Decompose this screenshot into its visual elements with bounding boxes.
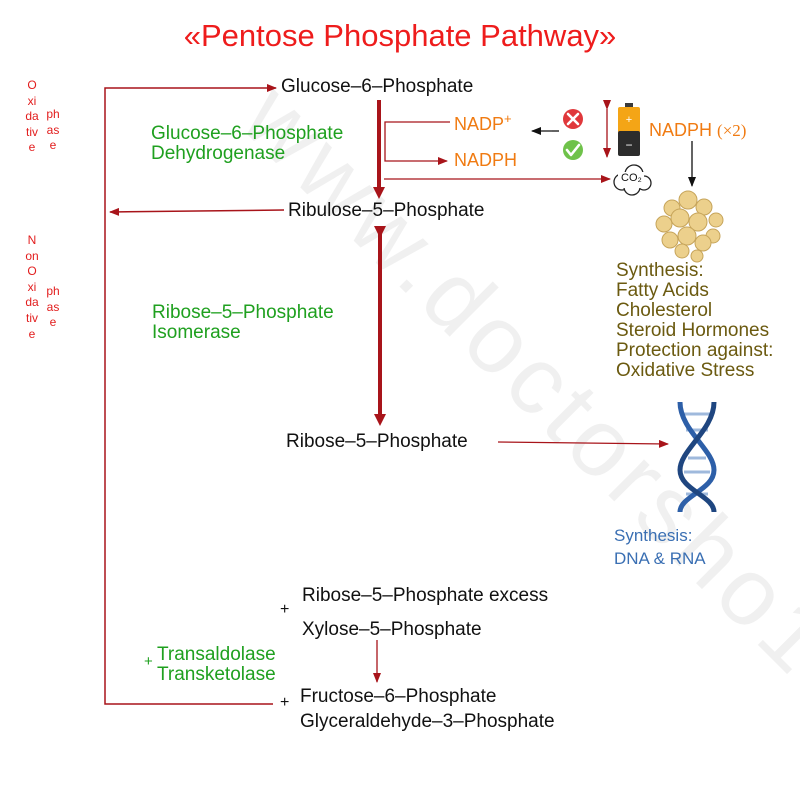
cofactor-nadph-x2-suffix: (×2) (717, 121, 747, 140)
nadph-use-item: Cholesterol (616, 300, 713, 321)
nadph-uses: Synthesis: Fatty Acids Cholesterol Stero… (616, 261, 773, 381)
cofactor-nadp: NADP+ (454, 111, 512, 135)
x-circle-icon (563, 109, 583, 129)
enzyme-g6pd-line1: Glucose–6–Phosphate (151, 123, 344, 144)
diagram-title: «Pentose Phosphate Pathway» (183, 18, 617, 53)
side-label-oxidative-phase: phase (46, 107, 60, 153)
nadph-use-item: Oxidative Stress (616, 360, 755, 381)
fat-cells-icon (655, 190, 724, 263)
co2-label: CO₂ (621, 172, 642, 184)
compound-gap: Glyceraldehyde–3–Phosphate (300, 711, 555, 732)
nadph-use-item: Fatty Acids (616, 280, 709, 301)
enzyme-transaldolase: Transaldolase (157, 644, 276, 665)
r5p-to-dna-arrow (497, 439, 669, 448)
side-label-non-oxidative: NonOxidative (25, 233, 39, 341)
cofactor-nadph-x2: NADPH (×2) (649, 120, 746, 141)
enzyme-g6pd: Glucose–6–Phosphate Dehydrogenase (151, 124, 343, 164)
cofactor-nadp-charge: + (504, 111, 512, 126)
r5p-uses-heading: Synthesis: (614, 526, 693, 545)
enzyme-rpi-line1: Ribose–5–Phosphate (152, 302, 334, 323)
svg-text:−: − (625, 138, 632, 152)
nadph-use-item: Protection against: (616, 340, 774, 361)
compound-f6p: Fructose–6–Phosphate (300, 686, 497, 707)
compound-r5p-excess: Ribose–5–Phosphate excess (302, 585, 549, 606)
nadp-bracket (384, 121, 450, 165)
check-circle-icon (563, 140, 583, 160)
compound-r5p: Ribose–5–Phosphate (286, 431, 468, 452)
ru5p-to-loop-arrow (109, 207, 285, 216)
side-label-oxidative: Oxidative (25, 78, 39, 155)
enzyme-transaldolase-transketolase: Transaldolase Transketolase (157, 645, 276, 685)
cofactor-nadp-text: NADP (454, 114, 505, 134)
cofactor-nadph-x2-text: NADPH (649, 120, 713, 140)
battery-icon: + − (618, 103, 640, 156)
loop-line (104, 84, 277, 705)
cofactor-nadph: NADPH (454, 150, 518, 170)
plus-sign-1: + (280, 601, 290, 618)
compound-g6p: Glucose–6–Phosphate (281, 76, 474, 97)
r5p-uses: Synthesis: DNA & RNA (614, 524, 706, 570)
side-label-non-oxidative-phase: phase (46, 284, 60, 330)
plus-sign-3: + (144, 653, 153, 670)
dna-helix-icon (677, 401, 717, 513)
enzyme-g6pd-line2: Dehydrogenase (151, 143, 286, 164)
enzyme-rpi: Ribose–5–Phosphate Isomerase (152, 303, 334, 343)
compound-ru5p: Ribulose–5–Phosphate (288, 200, 485, 221)
nadph-uses-heading: Synthesis: (616, 260, 704, 281)
plus-sign-2: + (280, 694, 290, 711)
co2-cloud-icon (613, 164, 652, 196)
nadph-use-item: Steroid Hormones (616, 320, 770, 341)
enzyme-rpi-line2: Isomerase (152, 322, 241, 343)
r5p-use-item: DNA & RNA (614, 549, 706, 568)
svg-text:+: + (626, 114, 632, 126)
compound-x5p: Xylose–5–Phosphate (302, 619, 482, 640)
enzyme-transketolase: Transketolase (157, 664, 276, 685)
